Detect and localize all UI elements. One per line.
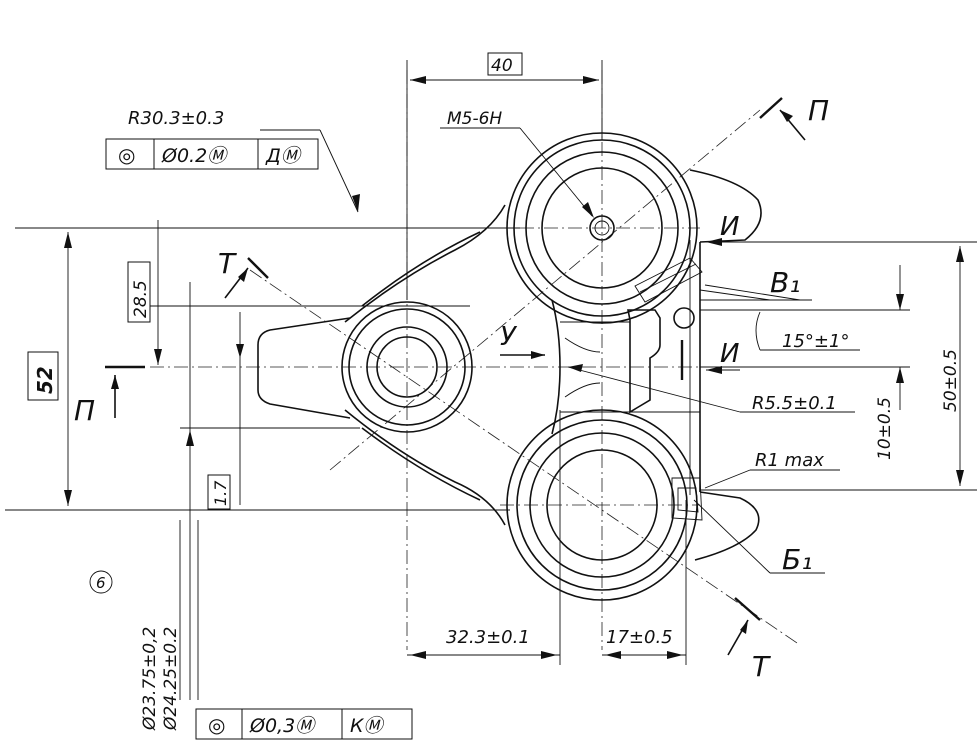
frame-bottom-symbol: ◎ [208,713,225,737]
label-t-bottom: Т [752,650,771,683]
section-letters: П П Т Т У И И В₁ Б₁ [74,94,829,683]
frame-bottom-datum: КⓂ [350,715,385,737]
dim-1-7: 1.7 [211,480,230,506]
dim-40: 40 [491,56,513,76]
circle-6: 6 [96,574,106,592]
section-markers [105,97,806,656]
boss-left [341,301,473,433]
label-u: У [500,322,518,352]
frame-top-symbol: ◎ [118,143,135,167]
dim-17: 17±0.5 [606,627,673,648]
frame-top-datum: ДⓂ [265,145,303,167]
frame-bottom-tolerance: Ø0,3Ⓜ [249,715,317,737]
dim-52: 52 [33,366,57,394]
label-i-top: И [720,212,739,242]
dim-10: 10±0.5 [875,397,895,460]
dimension-lines [5,60,977,700]
dim-15deg: 15°±1° [782,331,849,352]
dim-m5: M5-6H [447,109,502,129]
boxed-dims [27,52,523,510]
dim-r5-5: R5.5±0.1 [752,393,837,414]
dim-50: 50±0.5 [941,349,961,412]
label-p-left: П [74,394,95,427]
drill-hole [634,257,703,521]
dimension-texts: 40 R30.3±0.3 M5-6H 28.5 52 1.7 32.3±0.1 … [33,56,961,731]
label-p-top: П [808,94,829,127]
dim-r1-max: R1 max [755,450,824,471]
label-v1: В₁ [770,266,800,299]
frame-top-tolerance: Ø0.2Ⓜ [161,145,229,167]
label-t-top: Т [218,247,237,280]
label-i-mid: И [720,339,739,369]
dim-r30: R30.3±0.3 [128,108,224,129]
label-b1: Б₁ [782,543,812,576]
dim-28-5: 28.5 [131,280,151,318]
part-outline [257,169,762,561]
dim-dia-1: Ø23.75±0,2 [140,627,160,731]
feature-frame-top: ◎ Ø0.2Ⓜ ДⓂ [105,138,319,170]
dim-dia-2: Ø24.25±0.2 [161,627,181,731]
feature-frame-bottom: ◎ Ø0,3Ⓜ КⓂ [195,708,413,740]
dim-32-3: 32.3±0.1 [446,627,530,648]
